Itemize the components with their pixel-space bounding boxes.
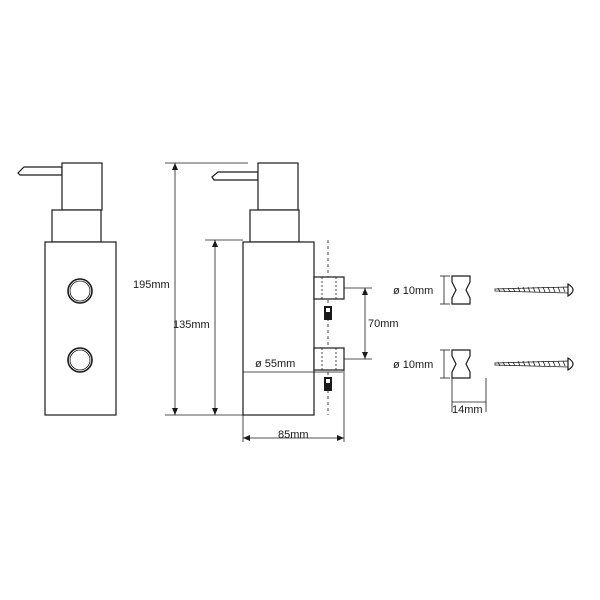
label-width: 85mm	[278, 429, 309, 441]
label-body-height: 135mm	[173, 319, 210, 331]
side-screw-top	[324, 306, 332, 320]
dim-85-arrow-left	[243, 435, 250, 441]
front-hole-bottom-inner	[69, 349, 91, 371]
dim-70-arrow-top	[362, 288, 368, 295]
dimension-labels: 195mm 135mm ø 55mm 85mm 70mm ø 10mm ø 10…	[133, 279, 483, 441]
dim-85-arrow-right	[337, 435, 344, 441]
side-screw-bottom	[324, 377, 332, 391]
label-bracket-bottom-diameter: ø 10mm	[393, 359, 433, 371]
dim-135-arrow-bottom	[212, 408, 218, 415]
side-screw-top-slot	[326, 308, 330, 312]
screw-bottom	[494, 356, 574, 372]
dim-195-arrow-top	[172, 163, 178, 170]
front-spout	[17, 166, 63, 176]
bracket-detail-bottom	[451, 349, 471, 379]
dim-195-arrow-bottom	[172, 408, 178, 415]
label-bracket-width: 14mm	[452, 404, 483, 416]
label-bracket-top-diameter: ø 10mm	[393, 285, 433, 297]
bracket-detail-top	[451, 275, 471, 305]
front-pump-head	[61, 162, 103, 211]
side-spout	[211, 171, 259, 181]
front-hole-top	[67, 278, 93, 304]
side-body	[242, 241, 315, 416]
side-bracket-bottom	[313, 347, 345, 371]
front-hole-top-inner	[69, 280, 91, 302]
front-hole-bottom	[67, 347, 93, 373]
label-mount-spacing: 70mm	[368, 318, 399, 330]
side-screw-bottom-slot	[326, 379, 330, 383]
side-pump-head	[257, 162, 299, 211]
dim-135-arrow-top	[212, 240, 218, 247]
hardware-detail	[440, 275, 574, 412]
label-diameter: ø 55mm	[255, 358, 295, 370]
side-view	[211, 162, 345, 416]
side-bracket-top	[313, 276, 345, 300]
side-neck	[249, 209, 300, 243]
front-body	[44, 241, 117, 416]
label-total-height: 195mm	[133, 279, 170, 291]
front-view	[17, 162, 117, 416]
dim-70-arrow-bottom	[362, 352, 368, 359]
front-neck	[51, 209, 102, 243]
dimension-lines	[165, 162, 372, 442]
screw-top	[494, 282, 574, 298]
